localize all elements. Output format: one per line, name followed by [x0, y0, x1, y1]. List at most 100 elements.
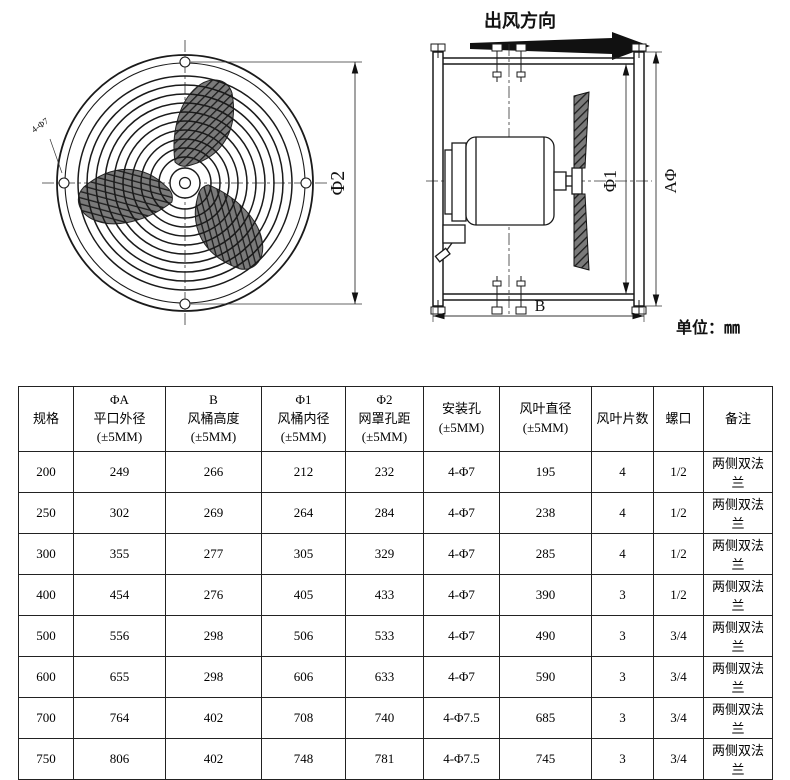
table-cell: 3	[591, 615, 654, 657]
column-header: ΦA 平口外径 (±5MM)	[73, 386, 166, 452]
table-cell: 4-Φ7	[423, 656, 500, 698]
dim-phi2-label: Φ2	[327, 171, 349, 196]
table-cell: 1/2	[653, 574, 704, 616]
table-cell: 556	[73, 615, 166, 657]
barrel-bolts	[491, 43, 527, 315]
dim-B-label: B	[535, 298, 546, 315]
table-cell: 433	[345, 574, 424, 616]
table-cell: 两侧双法兰	[703, 574, 773, 616]
table-cell: 633	[345, 656, 424, 698]
table-cell: 两侧双法兰	[703, 656, 773, 698]
table-cell: 269	[165, 492, 262, 534]
table-cell: 4-Φ7	[423, 615, 500, 657]
column-header: 螺口	[653, 386, 704, 452]
table-cell: 4-Φ7	[423, 574, 500, 616]
column-header: 备注	[703, 386, 773, 452]
table-cell: 655	[73, 656, 166, 698]
table-cell: 1/2	[653, 492, 704, 534]
table-cell: 4	[591, 492, 654, 534]
table-cell: 两侧双法兰	[703, 533, 773, 575]
terminal-box	[442, 224, 466, 244]
column-header: 安装孔 (±5MM)	[423, 386, 500, 452]
table-cell: 355	[73, 533, 166, 575]
dim-phiA: AΦ	[644, 51, 680, 307]
table-cell: 3/4	[653, 697, 704, 739]
table-cell: 402	[165, 738, 262, 780]
table-cell: 264	[261, 492, 346, 534]
column-header: 风叶直径 (±5MM)	[499, 386, 592, 452]
table-cell: 781	[345, 738, 424, 780]
flange-corner-bolts	[430, 43, 647, 315]
table-cell: 276	[165, 574, 262, 616]
direction-arrow-icon	[470, 32, 650, 60]
table-cell: 两侧双法兰	[703, 492, 773, 534]
column-header: Φ1 风桶内径 (±5MM)	[261, 386, 346, 452]
table-cell: 3	[591, 697, 654, 739]
technical-drawing-area: 4-Φ7 Φ2 出风方向	[0, 0, 790, 378]
outlet-direction: 出风方向	[470, 10, 650, 60]
fan-technical-drawing: 4-Φ7 Φ2 出风方向	[29, 10, 740, 337]
motor	[434, 136, 583, 263]
table-cell: 305	[261, 533, 346, 575]
table-cell: 500	[18, 615, 74, 657]
table-cell: 390	[499, 574, 592, 616]
table-cell: 284	[345, 492, 424, 534]
table-cell: 405	[261, 574, 346, 616]
table-cell: 700	[18, 697, 74, 739]
table-cell: 277	[165, 533, 262, 575]
hole-callout-label: 4-Φ7	[29, 116, 50, 135]
table-cell: 4-Φ7.5	[423, 697, 500, 739]
table-cell: 4	[591, 533, 654, 575]
table-cell: 298	[165, 656, 262, 698]
table-cell: 285	[499, 533, 592, 575]
fan-front-view: 4-Φ7	[29, 40, 330, 326]
table-cell: 300	[18, 533, 74, 575]
table-cell: 329	[345, 533, 424, 575]
column-header: Φ2 网罩孔距 (±5MM)	[345, 386, 424, 452]
table-cell: 195	[499, 451, 592, 493]
table-cell: 250	[18, 492, 74, 534]
table-cell: 1/2	[653, 451, 704, 493]
unit-label: 单位：㎜	[676, 318, 740, 337]
dim-phi1-label: Φ1	[600, 170, 620, 192]
table-cell: 3	[591, 738, 654, 780]
table-cell: 600	[18, 656, 74, 698]
table-cell: 606	[261, 656, 346, 698]
table-cell: 200	[18, 451, 74, 493]
table-cell: 454	[73, 574, 166, 616]
table-cell: 708	[261, 697, 346, 739]
table-cell: 806	[73, 738, 166, 780]
table-cell: 740	[345, 697, 424, 739]
table-cell: 748	[261, 738, 346, 780]
table-cell: 232	[345, 451, 424, 493]
table-cell: 4	[591, 451, 654, 493]
dim-B: B	[432, 298, 645, 322]
table-cell: 4-Φ7.5	[423, 738, 500, 780]
table-cell: 4-Φ7	[423, 533, 500, 575]
table-cell: 3/4	[653, 615, 704, 657]
table-cell: 298	[165, 615, 262, 657]
table-cell: 两侧双法兰	[703, 615, 773, 657]
column-header: B 风桶高度 (±5MM)	[165, 386, 262, 452]
dim-phi2: Φ2	[191, 61, 362, 305]
table-cell: 两侧双法兰	[703, 697, 773, 739]
grille-rings	[56, 54, 314, 312]
table-cell: 两侧双法兰	[703, 451, 773, 493]
dim-phi1: Φ1	[600, 64, 630, 294]
table-cell: 533	[345, 615, 424, 657]
table-cell: 745	[499, 738, 592, 780]
table-cell: 238	[499, 492, 592, 534]
column-header: 风叶片数	[591, 386, 654, 452]
fan-side-view	[426, 43, 652, 315]
table-cell: 1/2	[653, 533, 704, 575]
